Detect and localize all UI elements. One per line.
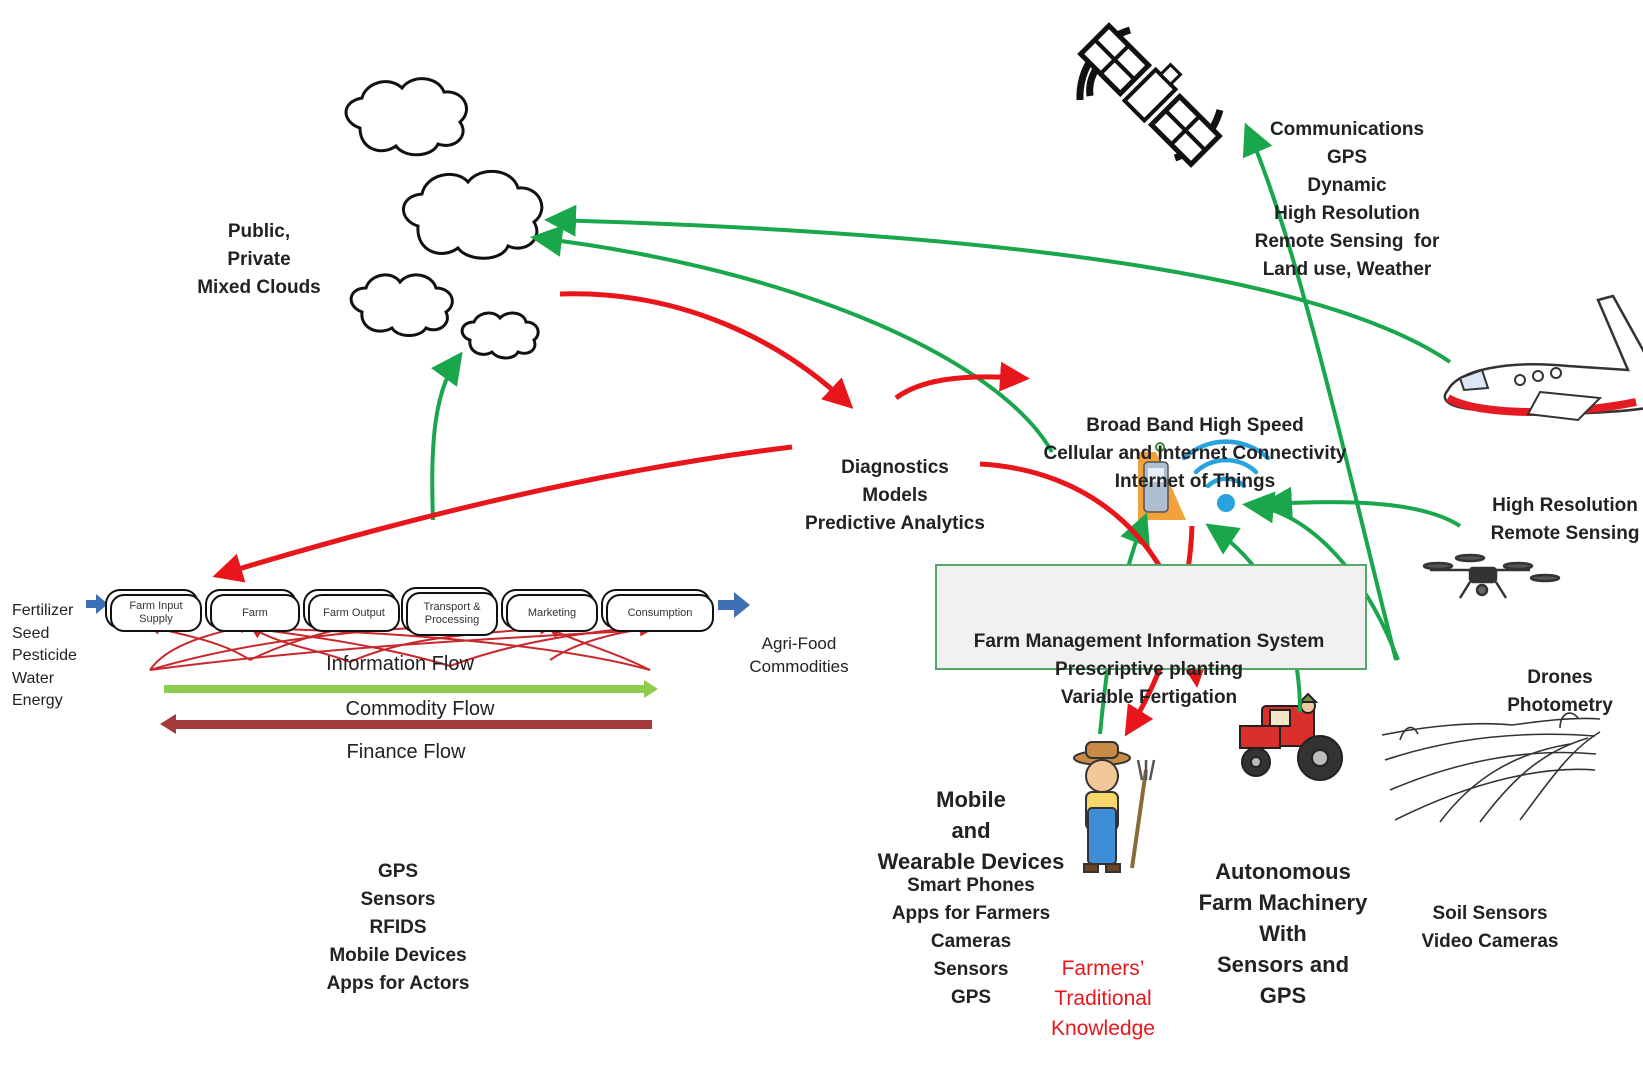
information-flow-label: Information Flow — [326, 653, 474, 675]
cloud-icon — [402, 169, 544, 260]
airplane-icon — [1443, 294, 1643, 422]
cloud-icon — [460, 311, 540, 360]
drone-icon — [1422, 553, 1561, 599]
chain-stage-transport-processing: Transport & Processing — [406, 592, 498, 636]
chain-stage-marketing: Marketing — [506, 594, 598, 632]
chain-stage-farm-input-supply: Farm Input Supply — [110, 594, 202, 632]
field-icon — [1381, 712, 1601, 823]
cellphone-icon — [1138, 442, 1186, 520]
commodity-flow-label: Commodity Flow — [345, 698, 495, 720]
satellite-icon — [1076, 22, 1224, 168]
cloud-icon — [349, 273, 454, 337]
wifi-icon — [1181, 439, 1271, 512]
commodity-flow-arrow — [164, 680, 658, 698]
tractor-icon — [1239, 692, 1343, 781]
fmis-box — [935, 564, 1367, 670]
chain-stage-farm: Farm — [210, 594, 300, 632]
farmer-icon — [1073, 741, 1156, 873]
finance-flow-label: Finance Flow — [346, 741, 466, 763]
data-upload-arrows — [430, 122, 1462, 735]
finance-flow-arrow — [160, 714, 652, 734]
chain-stage-farm-output: Farm Output — [308, 594, 400, 632]
input-arrow — [86, 594, 108, 614]
output-arrow — [718, 592, 750, 618]
chain-stage-consumption: Consumption — [606, 594, 714, 632]
cloud-icon — [344, 77, 468, 157]
agri-iot-diagram — [86, 22, 1643, 873]
